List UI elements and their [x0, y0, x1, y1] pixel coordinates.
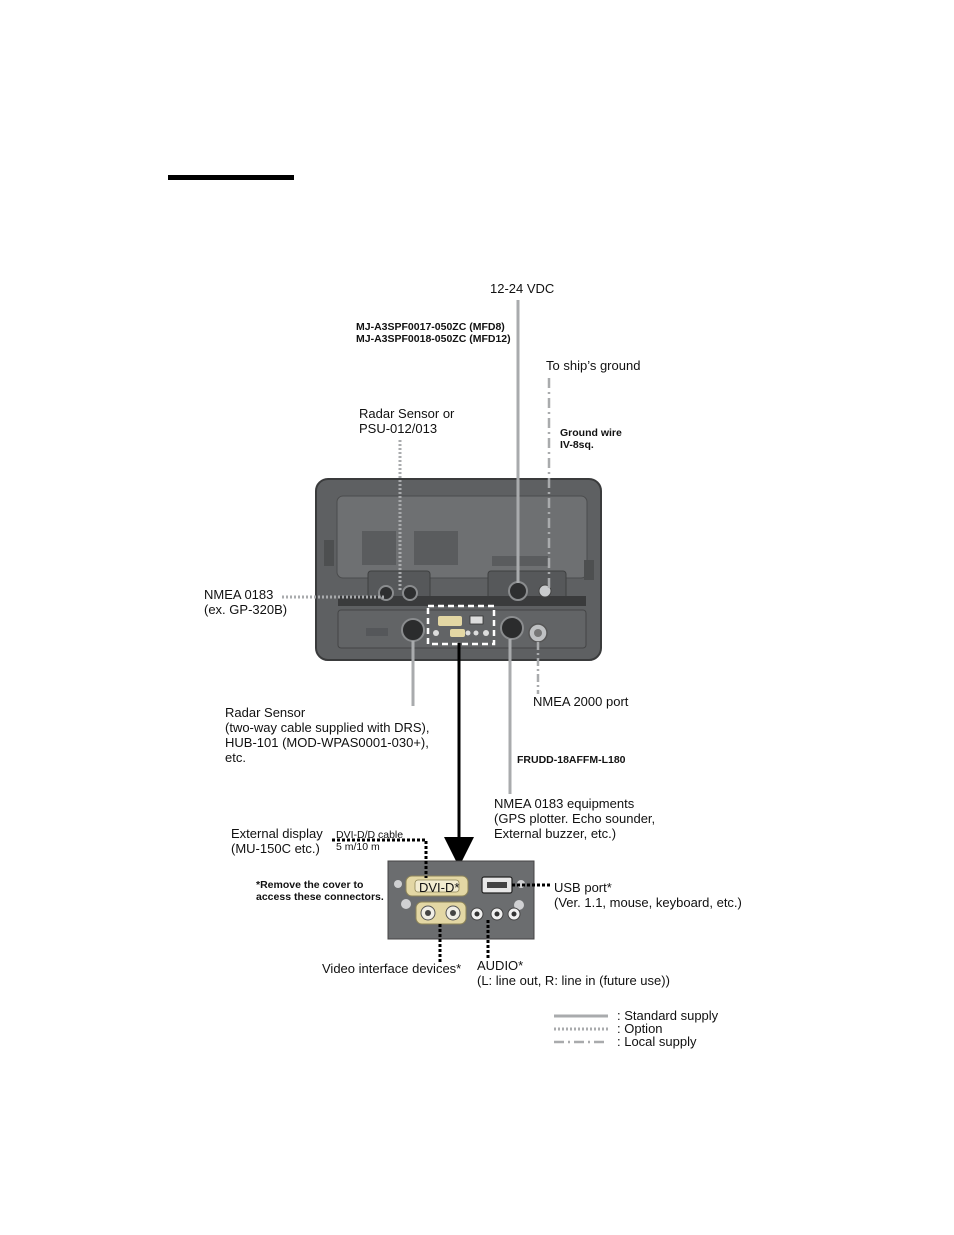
remove-cover-line2: access these connectors.	[256, 891, 384, 903]
ground-wire-line1: Ground wire	[560, 427, 622, 439]
nmea0183-line1: NMEA 0183	[204, 587, 274, 602]
nmea-equipment-label: NMEA 0183 equipments (GPS plotter. Echo …	[494, 796, 655, 841]
radar-sensor-line2: (two-way cable supplied with DRS),	[225, 720, 430, 735]
legend-option: : Option	[617, 1021, 663, 1036]
ship-ground-label: To ship’s ground	[546, 358, 641, 373]
external-display-line1: External display	[231, 826, 323, 841]
radar-psu-label: Radar Sensor or PSU-012/013	[359, 406, 454, 436]
legend-standard-supply: : Standard supply	[617, 1008, 719, 1023]
remove-cover-line1: *Remove the cover to	[256, 879, 364, 891]
remove-cover-note: *Remove the cover to access these connec…	[256, 879, 384, 903]
nmea-equipment-line2: (GPS plotter. Echo sounder,	[494, 811, 656, 826]
vdc-label: 12-24 VDC	[490, 281, 555, 296]
external-display-label: External display (MU-150C etc.)	[231, 826, 323, 856]
dvi-d-label: DVI-D*	[419, 880, 460, 895]
ground-wire-label: Ground wire IV-8sq.	[560, 427, 622, 451]
radar-sensor-line3: HUB-101 (MOD-WPAS0001-030+),	[225, 735, 429, 750]
audio-line2: (L: line out, R: line in (future use))	[477, 973, 670, 988]
video-devices-label: Video interface devices*	[322, 961, 462, 976]
power-cable-mfd8: MJ-A3SPF0017-050ZC (MFD8)	[356, 321, 505, 333]
usb-port-label: USB port* (Ver. 1.1, mouse, keyboard, et…	[554, 880, 742, 910]
connector-cover-highlight	[426, 604, 496, 646]
legend-local-supply: : Local supply	[617, 1034, 697, 1049]
connector-panel-zoom	[387, 860, 535, 940]
radar-sensor-line4: etc.	[225, 750, 246, 765]
dvi-cable-line1: DVI-D/D cable	[336, 829, 404, 841]
power-cable-mfd12: MJ-A3SPF0018-050ZC (MFD12)	[356, 333, 511, 345]
section-heading-rule	[168, 175, 294, 180]
ground-wire-line2: IV-8sq.	[560, 439, 594, 451]
power-cable-label: MJ-A3SPF0017-050ZC (MFD8) MJ-A3SPF0018-0…	[356, 321, 511, 345]
radar-sensor-label: Radar Sensor (two-way cable supplied wit…	[225, 705, 429, 765]
radar-psu-line1: Radar Sensor or	[359, 406, 455, 421]
dvi-cable-line2: 5 m/10 m	[336, 841, 380, 853]
usb-port-line1: USB port*	[554, 880, 612, 895]
external-display-line2: (MU-150C etc.)	[231, 841, 320, 856]
nmea-equipment-line3: External buzzer, etc.)	[494, 826, 617, 841]
dvi-cable-label: DVI-D/D cable 5 m/10 m	[336, 829, 403, 853]
radar-sensor-line1: Radar Sensor	[225, 705, 306, 720]
zoom-leader-lines	[332, 838, 550, 962]
nmea0183-label: NMEA 0183 (ex. GP-320B)	[204, 587, 287, 617]
audio-label: AUDIO* (L: line out, R: line in (future …	[477, 958, 670, 988]
audio-line1: AUDIO*	[477, 958, 524, 973]
radar-psu-line2: PSU-012/013	[359, 421, 438, 436]
legend-samples	[554, 1014, 608, 1044]
cable-lines	[282, 300, 551, 867]
nmea-equipment-line1: NMEA 0183 equipments	[494, 796, 635, 811]
frudd-cable-label: FRUDD-18AFFM-L180	[517, 754, 626, 766]
nmea0183-line2: (ex. GP-320B)	[204, 602, 288, 617]
nmea2000-label: NMEA 2000 port	[533, 694, 629, 709]
usb-port-line2: (Ver. 1.1, mouse, keyboard, etc.)	[554, 895, 742, 910]
